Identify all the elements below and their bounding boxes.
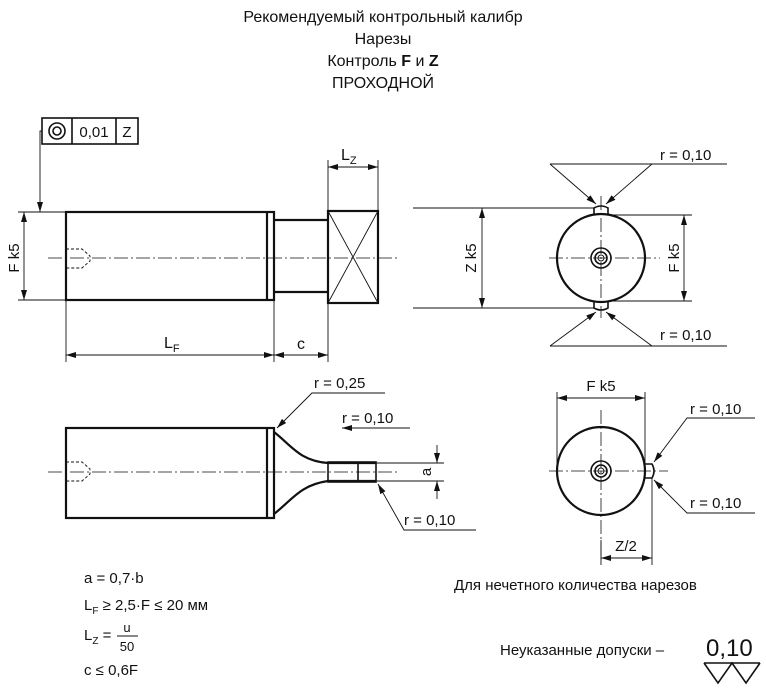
radius-label-025: r = 0,25 (314, 375, 365, 392)
side-view-main: F k5 LZ LF c (6, 147, 398, 362)
end-view-bottom: F k5 Z/2 r = 0,10 r = 0,10 (549, 378, 755, 565)
dim-f-k5-right: F k5 (666, 243, 683, 272)
title-line-2: Нарезы (355, 31, 412, 48)
dim-lf: LF (164, 335, 180, 355)
formula-lz: LZ = (84, 627, 112, 647)
formula-lf: LF ≥ 2,5·F ≤ 20 мм (84, 597, 208, 617)
radius-label-010-a: r = 0,10 (342, 410, 393, 427)
frame-leader (37, 130, 43, 212)
radius-label-bottom: r = 0,10 (660, 327, 711, 344)
dim-lz: LZ (341, 147, 357, 167)
title-block: Рекомендуемый контрольный калибр Нарезы … (243, 9, 522, 92)
radius-label-side-b: r = 0,10 (690, 495, 741, 512)
dim-a: a (418, 467, 435, 476)
dim-z-half: Z/2 (615, 538, 637, 555)
gauge-neck (274, 218, 328, 294)
radius-label-010-b: r = 0,10 (404, 512, 455, 529)
gauge-body-lower (64, 426, 276, 520)
radius-label-top: r = 0,10 (660, 147, 711, 164)
title-line-3: Контроль F и Z (327, 53, 439, 70)
odd-count-note: Для нечетного количества нарезов (454, 577, 697, 594)
dim-z-k5: Z k5 (463, 243, 480, 272)
unspecified-value: 0,10 (706, 635, 753, 662)
dim-f-k5-top: F k5 (586, 378, 615, 395)
dim-c: c (297, 336, 305, 353)
center-hole (66, 248, 91, 269)
side-view-lower: a r = 0,25 r = 0,10 r = 0,10 (48, 375, 476, 531)
unspecified-tolerances: Неуказанные допуски – 0,10 (500, 635, 761, 685)
datum-letter: Z (122, 124, 131, 141)
concentricity-frame: 0,01 Z (37, 117, 139, 212)
cutter-section (326, 209, 380, 305)
formula-lz-denominator: 50 (120, 639, 134, 654)
gauge-body (64, 210, 276, 302)
fillet-transition (273, 431, 376, 515)
dim-f-k5-left: F k5 (6, 243, 23, 272)
concentricity-icon (48, 122, 66, 140)
radius-label-side-a: r = 0,10 (690, 401, 741, 418)
formula-block: a = 0,7·b LF ≥ 2,5·F ≤ 20 мм LZ = u 50 c… (84, 570, 208, 679)
formula-c: c ≤ 0,6F (84, 662, 138, 679)
formula-a: a = 0,7·b (84, 570, 144, 587)
title-line-4: ПРОХОДНОЙ (332, 73, 434, 92)
end-view-top: Z k5 F k5 r = 0,10 r = 0,10 (413, 147, 727, 347)
unspecified-label: Неуказанные допуски – (500, 642, 665, 659)
cutter-tip (327, 461, 377, 483)
tolerance-value: 0,01 (79, 124, 108, 141)
double-triangle-roughness-icon (703, 661, 761, 685)
formula-lz-numerator: u (123, 620, 130, 635)
title-line-1: Рекомендуемый контрольный калибр (243, 9, 522, 26)
